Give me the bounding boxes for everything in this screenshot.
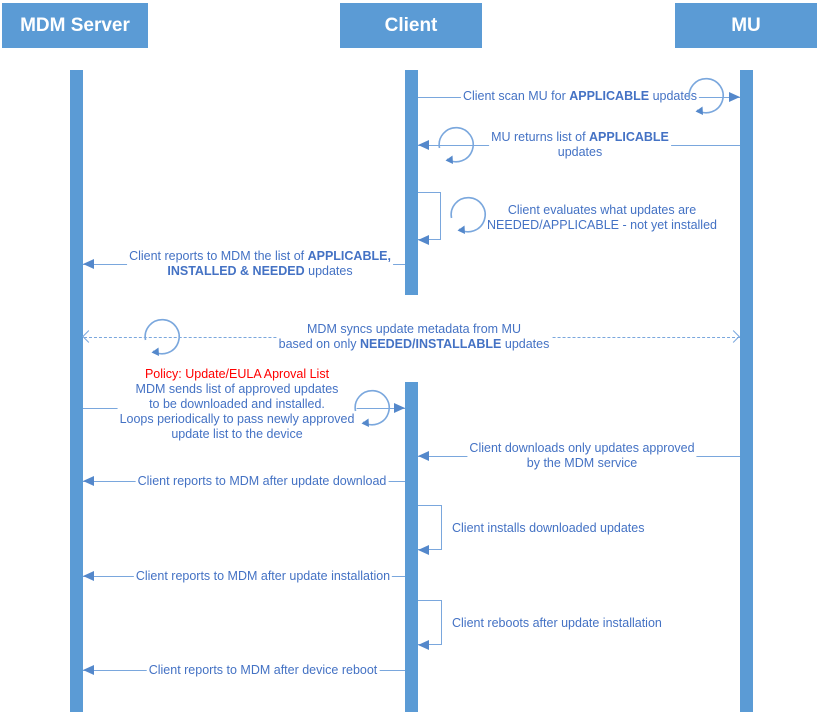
label-policy-line2: to be downloaded and installed.	[149, 397, 325, 411]
lifeline-client-upper	[405, 70, 418, 295]
self-loop-evaluate	[418, 192, 441, 240]
label-policy-title: Policy: Update/EULA Aproval List	[144, 367, 330, 381]
label-install: Client installs downloaded updates	[450, 521, 647, 536]
label-download: Client downloads only updates approved b…	[467, 441, 697, 471]
label-report-list-post: updates	[304, 264, 353, 278]
lifeline-client-lower	[405, 382, 418, 712]
actor-mu: MU	[675, 3, 817, 48]
label-report-list-line1: Client reports to MDM the list of APPLIC…	[129, 249, 391, 264]
label-download-line1: Client downloads only updates approved	[469, 441, 695, 455]
label-sync-line2: based on only NEEDED/INSTALLABLE updates	[279, 337, 550, 352]
arrowhead-report-list	[83, 259, 94, 269]
label-evaluate-line2: NEEDED/APPLICABLE - not yet installed	[487, 218, 717, 232]
label-policy-line4: update list to the device	[171, 427, 303, 441]
label-returns-line2: updates	[557, 145, 603, 159]
label-report-list: Client reports to MDM the list of APPLIC…	[127, 249, 393, 279]
arrowhead-policy	[394, 403, 405, 413]
label-report-download: Client reports to MDM after update downl…	[135, 474, 389, 489]
loop-icon	[688, 77, 724, 115]
label-scan-pre: Client scan MU for	[462, 89, 570, 103]
label-report-list-bold2: INSTALLED & NEEDED	[167, 264, 305, 278]
label-policy: Policy: Update/EULA Aproval List MDM sen…	[117, 367, 357, 442]
actor-mdm-server-label: MDM Server	[20, 14, 130, 36]
label-sync-pre: based on only	[278, 337, 360, 351]
arrowhead-download	[418, 451, 429, 461]
label-scan-post: updates	[649, 89, 698, 103]
arrowhead-returns	[418, 140, 429, 150]
label-evaluate-line1: Client evaluates what updates are	[507, 203, 697, 217]
actor-mdm-server: MDM Server	[2, 3, 148, 48]
label-download-line2: by the MDM service	[526, 456, 638, 470]
self-loop-install	[418, 505, 442, 550]
actor-client: Client	[340, 3, 482, 48]
label-returns-line1: MU returns list of APPLICABLE	[491, 130, 669, 145]
label-report-reboot: Client reports to MDM after device reboo…	[146, 663, 380, 678]
arrowhead-sync-left	[82, 330, 95, 343]
arrowhead-report-download	[83, 476, 94, 486]
label-sync-bold: NEEDED/INSTALLABLE	[359, 337, 502, 351]
label-returns: MU returns list of APPLICABLE updates	[489, 130, 671, 160]
label-scan: Client scan MU for APPLICABLE updates	[460, 89, 700, 104]
label-report-list-line2: INSTALLED & NEEDED updates	[129, 264, 391, 279]
label-sync: MDM syncs update metadata from MU based …	[276, 322, 552, 352]
self-loop-reboot	[418, 600, 442, 645]
label-evaluate: Client evaluates what updates are NEEDED…	[485, 203, 719, 233]
label-report-list-pre: Client reports to MDM the list of	[129, 249, 308, 263]
arrowhead-report-install	[83, 571, 94, 581]
arrowhead-scan	[729, 92, 740, 102]
label-reboot: Client reboots after update installation	[450, 616, 664, 631]
label-returns-pre: MU returns list of	[491, 130, 590, 144]
label-policy-line1: MDM sends list of approved updates	[135, 382, 339, 396]
arrowhead-install	[418, 545, 429, 555]
label-returns-bold: APPLICABLE	[589, 130, 669, 144]
lifeline-mdm	[70, 70, 83, 712]
label-scan-bold: APPLICABLE	[569, 89, 650, 103]
label-report-list-bold1: APPLICABLE,	[307, 249, 391, 263]
label-report-install: Client reports to MDM after update insta…	[133, 569, 393, 584]
arrowhead-evaluate	[418, 235, 429, 245]
lifeline-mu	[740, 70, 753, 712]
loop-icon	[450, 196, 486, 234]
loop-icon	[144, 318, 180, 356]
label-sync-post: updates	[501, 337, 550, 351]
arrowhead-sync-right	[727, 330, 740, 343]
label-policy-line3: Loops periodically to pass newly approve…	[119, 412, 355, 426]
loop-icon	[354, 389, 390, 427]
actor-client-label: Client	[384, 14, 438, 36]
arrowhead-reboot	[418, 640, 429, 650]
loop-icon	[438, 126, 474, 164]
actor-mu-label: MU	[731, 14, 761, 36]
arrowhead-report-reboot	[83, 665, 94, 675]
label-sync-line1: MDM syncs update metadata from MU	[307, 322, 521, 336]
